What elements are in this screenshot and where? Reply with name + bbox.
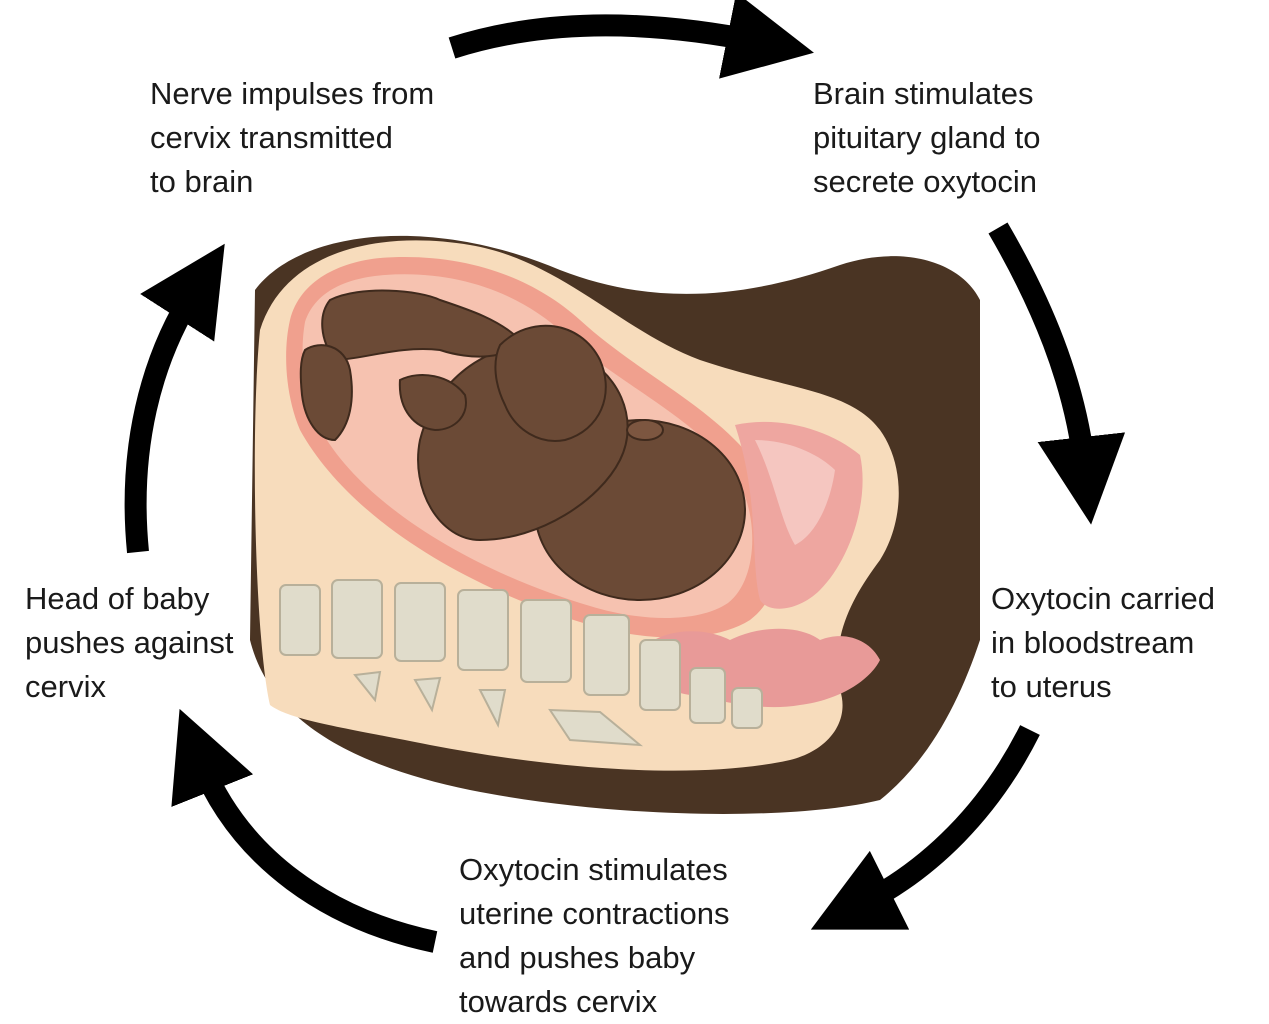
arrow-right-upper xyxy=(998,228,1085,470)
step-oxytocin-carried-label: Oxytocin carried in bloodstream to uteru… xyxy=(991,577,1215,709)
step-nerve-impulses-label: Nerve impulses from cervix transmitted t… xyxy=(150,72,434,204)
arrow-left-lower xyxy=(200,760,435,942)
arrow-left-upper xyxy=(136,290,195,552)
arrow-right-lower xyxy=(860,730,1030,905)
step-oxytocin-stimulates-label: Oxytocin stimulates uterine contractions… xyxy=(459,848,730,1024)
step-head-pushes-label: Head of baby pushes against cervix xyxy=(25,577,234,709)
arrow-top xyxy=(452,25,760,48)
step-brain-stimulates-label: Brain stimulates pituitary gland to secr… xyxy=(813,72,1040,204)
